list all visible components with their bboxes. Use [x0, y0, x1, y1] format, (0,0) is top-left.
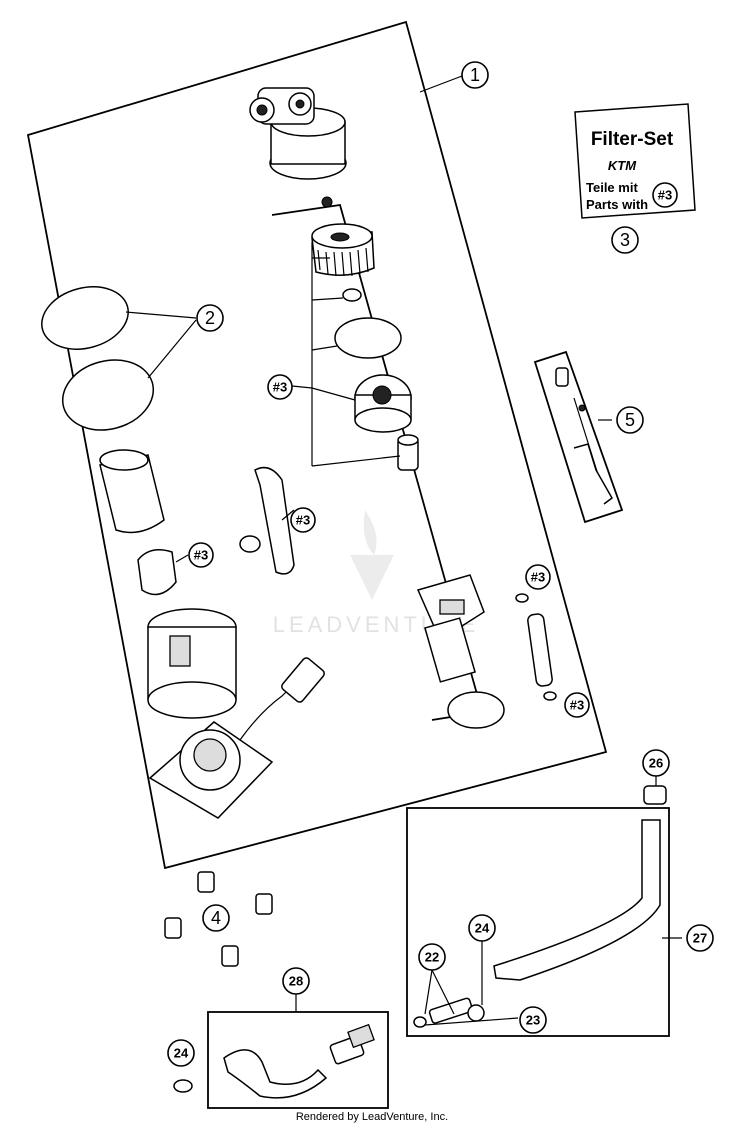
sensor-kit-frame	[533, 350, 624, 524]
pressure-regulator-head	[249, 87, 347, 180]
check-valve	[397, 434, 419, 471]
callout-4: 4	[202, 904, 230, 932]
ktm-logo: KTM	[608, 158, 637, 173]
small-o-ring-2	[342, 288, 362, 302]
svg-text:#3: #3	[273, 380, 287, 395]
callout-3: 3	[611, 226, 639, 254]
fuel-hose	[493, 819, 661, 981]
callout-23: 23	[519, 1006, 547, 1034]
svg-text:27: 27	[693, 931, 707, 946]
svg-text:5: 5	[625, 410, 635, 430]
pump-flange	[148, 657, 325, 819]
svg-text:#3: #3	[296, 513, 310, 528]
connector-hose	[223, 1023, 375, 1099]
leader-lines	[125, 75, 682, 1026]
callout-1: 1	[461, 61, 489, 89]
svg-text:1: 1	[470, 65, 480, 85]
svg-text:24: 24	[174, 1046, 189, 1061]
callout-27: 27	[686, 924, 714, 952]
pressure-rod	[515, 593, 557, 701]
callout-28: 28	[282, 967, 310, 995]
retaining-clip	[137, 549, 177, 596]
svg-text:22: 22	[425, 950, 439, 965]
angled-filter-cap	[239, 466, 295, 575]
svg-text:23: 23	[526, 1013, 540, 1028]
callout-2: 2	[196, 304, 224, 332]
medium-o-ring	[334, 317, 402, 359]
small-o-ring-1	[321, 196, 333, 208]
filter-set-line2: Parts with	[586, 197, 648, 212]
hash-callout-5: #3	[564, 692, 590, 718]
svg-text:3: 3	[620, 230, 630, 250]
svg-text:28: 28	[289, 974, 303, 989]
hash-callout-3: #3	[188, 542, 214, 568]
fuel-pump-assembly-frame	[26, 20, 608, 870]
hash-callout-4: #3	[525, 564, 551, 590]
callout-26: 26	[642, 749, 670, 777]
bolts	[164, 871, 273, 967]
svg-text:26: 26	[649, 756, 663, 771]
hose-fitting	[413, 997, 485, 1028]
hash-callout-1: #3	[267, 374, 293, 400]
filter-set-box: Filter-Set KTM Teile mit Parts with #3	[574, 103, 696, 219]
hose-clamp	[643, 785, 667, 805]
pump-motor	[416, 574, 485, 683]
hash3-badge-icon	[652, 182, 678, 208]
pump-cap	[354, 374, 412, 433]
fuel-filter	[311, 223, 375, 277]
callout-5: 5	[616, 406, 644, 434]
svg-text:#3: #3	[531, 570, 545, 585]
svg-text:2: 2	[205, 308, 215, 328]
hash-callout-2: #3	[290, 507, 316, 533]
bottom-o-ring	[447, 691, 505, 729]
svg-text:4: 4	[211, 908, 221, 928]
hose-kit-frame	[406, 807, 670, 1037]
filter-set-title: Filter-Set	[591, 129, 674, 150]
filter-set-badge: #3	[658, 188, 672, 203]
connector-kit-frame	[207, 1011, 389, 1109]
callout-24-upper: 24	[468, 914, 496, 942]
sensor-kit-parts	[555, 367, 613, 505]
svg-text:#3: #3	[570, 698, 584, 713]
svg-text:24: 24	[475, 921, 490, 936]
small-o-ring-24	[173, 1079, 193, 1093]
footer-credit: Rendered by LeadVenture, Inc.	[296, 1111, 448, 1123]
svg-text:#3: #3	[194, 548, 208, 563]
filter-sleeve	[99, 449, 165, 534]
filter-set-line1: Teile mit	[586, 180, 638, 195]
pump-housing	[147, 608, 237, 719]
callout-22: 22	[418, 943, 446, 971]
callout-24-lower: 24	[167, 1039, 195, 1067]
large-o-rings	[41, 286, 155, 431]
